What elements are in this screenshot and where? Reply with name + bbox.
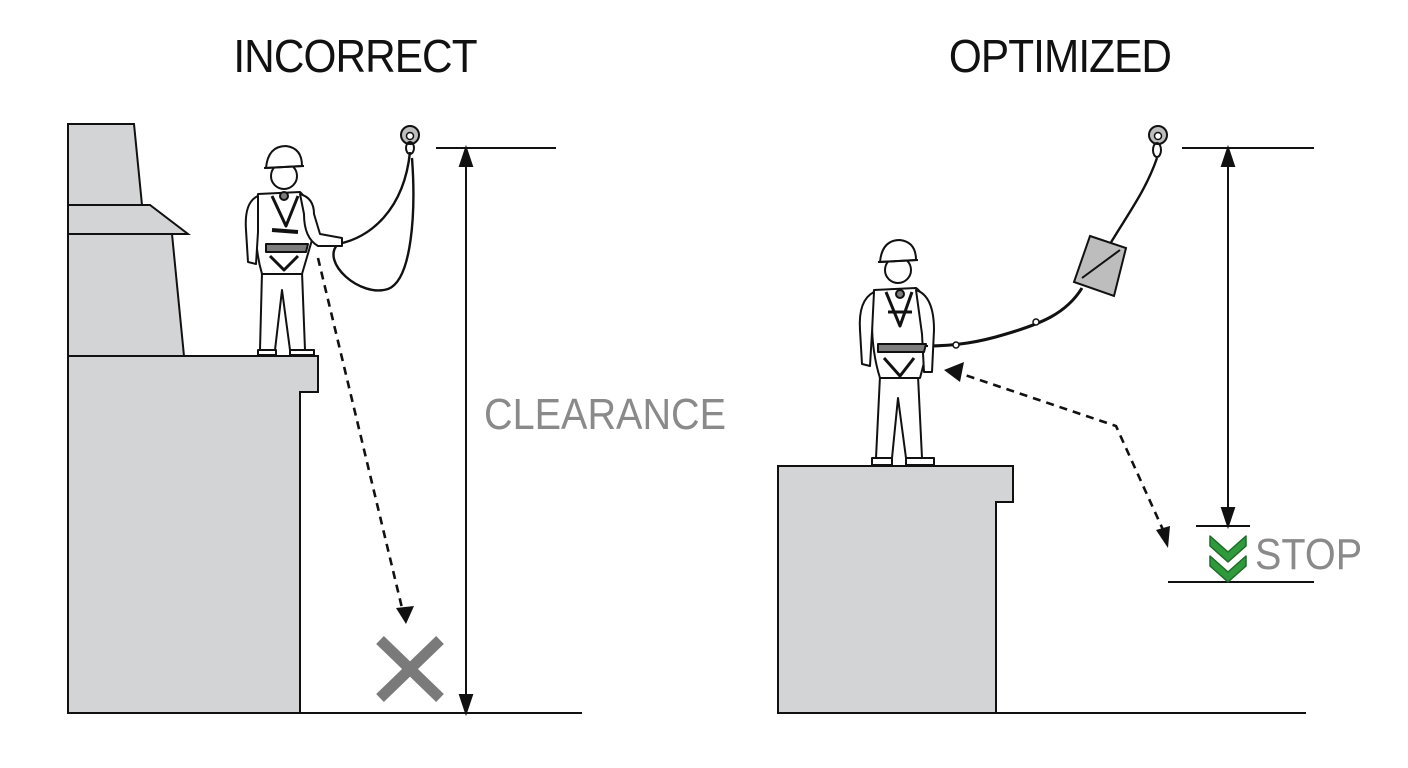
anchor-point-icon: [1148, 125, 1168, 158]
x-mark-icon: [376, 636, 444, 702]
anchor-point-icon: [400, 125, 420, 155]
right-arrest-arrowhead-top: [944, 362, 964, 382]
right-arrest-arrowhead-bottom: [1156, 526, 1170, 548]
left-lanyard: [332, 151, 415, 292]
double-chevron-down-icon: [1209, 535, 1247, 583]
energy-absorber-icon: [1072, 234, 1128, 298]
right-lanyard-upper: [1108, 157, 1159, 245]
right-worker: [858, 239, 935, 466]
right-panel: [777, 125, 1314, 714]
clearance-label: CLEARANCE: [484, 390, 727, 439]
left-panel: [67, 123, 582, 717]
optimized-panel-title: OPTIMIZED: [948, 30, 1172, 82]
left-fall-arrowhead: [396, 606, 414, 624]
right-arrest-path: [961, 372, 1166, 533]
left-fall-path: [316, 257, 404, 609]
left-building: [67, 355, 319, 714]
left-worker: [244, 145, 343, 356]
left-building-background: [67, 123, 191, 357]
incorrect-panel-title: INCORRECT: [233, 30, 477, 82]
fall-distance-dimension: [1168, 144, 1314, 583]
right-building: [777, 465, 1014, 714]
right-lanyard-lower: [925, 287, 1084, 348]
stop-label: STOP: [1255, 530, 1363, 579]
clearance-dimension: [436, 144, 556, 717]
